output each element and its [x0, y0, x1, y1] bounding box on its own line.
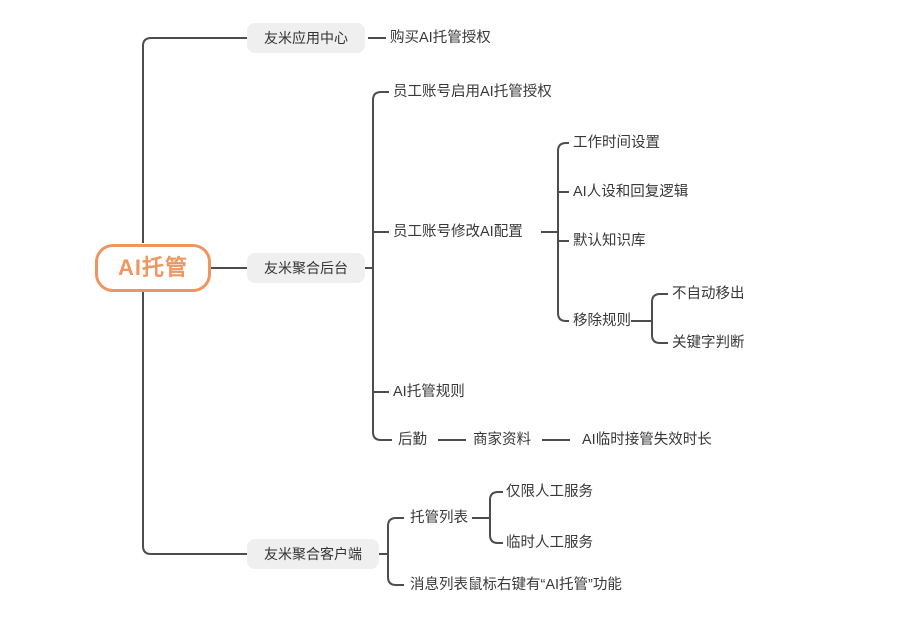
node-default-knowledge-base[interactable]: 默认知识库 [573, 232, 646, 249]
node-keyword-judge[interactable]: 关键字判断 [672, 334, 745, 351]
node-tuoguan-list[interactable]: 托管列表 [410, 509, 468, 526]
connector-remove-trunk [651, 293, 668, 344]
node-youmi-app-center[interactable]: 友米应用中心 [247, 23, 365, 53]
node-staff-modify-ai-config[interactable]: 员工账号修改AI配置 [393, 223, 523, 240]
node-merchant-info[interactable]: 商家资料 [473, 431, 531, 448]
node-youmi-backend[interactable]: 友米聚合后台 [247, 253, 365, 283]
node-youmi-client[interactable]: 友米聚合客户端 [247, 539, 379, 569]
node-work-time-setting[interactable]: 工作时间设置 [573, 134, 660, 151]
node-remove-rule[interactable]: 移除规则 [573, 312, 631, 329]
root-node-ai-tuoguan[interactable]: AI托管 [95, 244, 212, 292]
connector-root-app-center [142, 37, 247, 243]
connector-backend-trunk [372, 91, 392, 441]
node-ai-temp-takeover-timeout[interactable]: AI临时接管失效时长 [582, 431, 712, 448]
node-ai-persona-reply-logic[interactable]: AI人设和回复逻辑 [573, 183, 689, 200]
node-temp-manual-service[interactable]: 临时人工服务 [506, 534, 593, 551]
connector-root-client [142, 292, 247, 555]
node-manual-only-service[interactable]: 仅限人工服务 [506, 483, 593, 500]
connector-client-trunk [387, 517, 404, 586]
node-buy-ai-tuoguan-auth[interactable]: 购买AI托管授权 [390, 29, 491, 46]
node-houqin[interactable]: 后勤 [398, 431, 427, 448]
node-staff-enable-auth[interactable]: 员工账号启用AI托管授权 [393, 83, 552, 100]
node-msg-list-right-click-ai-tuoguan[interactable]: 消息列表鼠标右键有“AI托管”功能 [410, 576, 622, 593]
node-no-auto-remove[interactable]: 不自动移出 [672, 285, 745, 302]
node-ai-tuoguan-rule[interactable]: AI托管规则 [393, 383, 465, 400]
connector-list-trunk [489, 491, 503, 544]
connector-modify-trunk [557, 142, 569, 322]
